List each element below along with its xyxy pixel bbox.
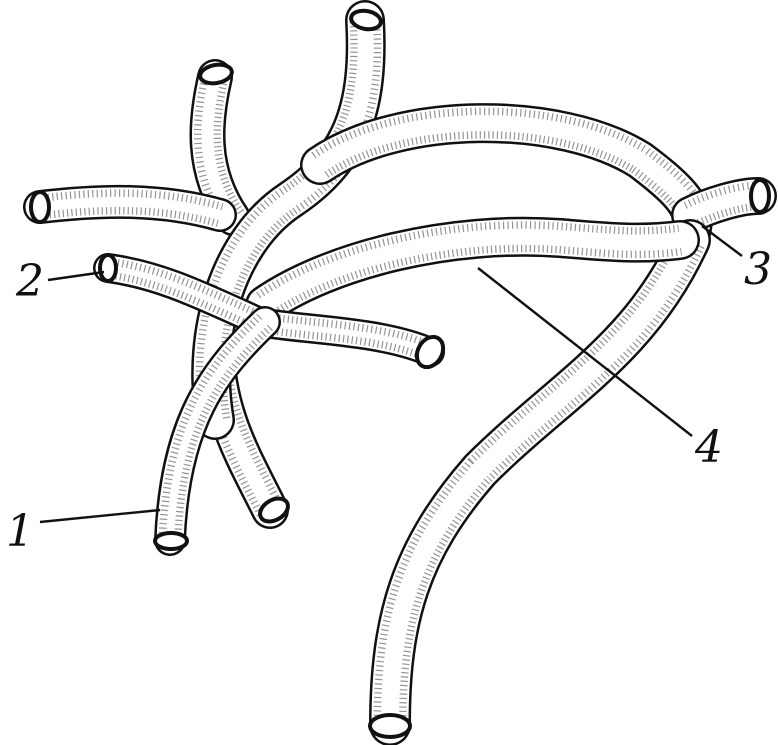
label-1: 1 (6, 506, 34, 557)
vessel-opening-right (751, 180, 769, 212)
vessel-left-horizontal-branch (40, 202, 220, 215)
label-4: 4 (694, 422, 723, 473)
vessel-opening-left (31, 192, 49, 222)
vessel-opening-lower-left (155, 533, 187, 549)
vessel-opening-bottom (370, 715, 410, 737)
label-2: 2 (15, 256, 44, 307)
vessel-long-descending (390, 240, 690, 725)
vessel-opening-left-tube (100, 255, 116, 281)
vessel-right-stub (690, 196, 758, 215)
leader-line-1 (40, 510, 160, 522)
label-3: 3 (744, 244, 772, 295)
vessel-lower-arch (265, 237, 680, 305)
